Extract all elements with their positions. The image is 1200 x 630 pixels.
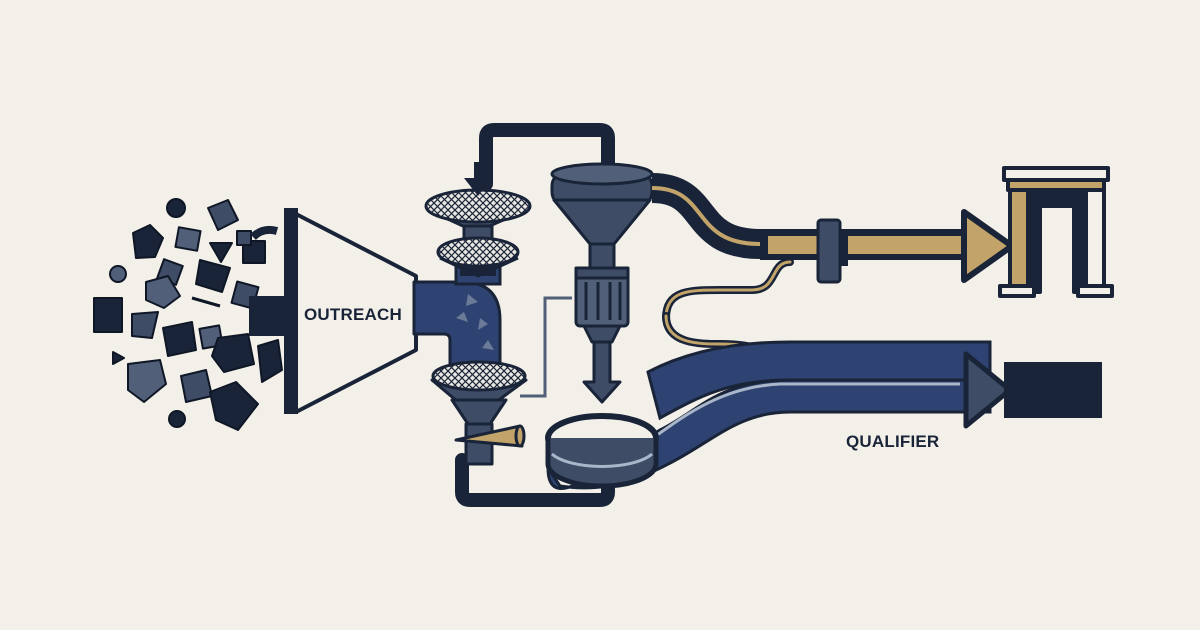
pipe-coupling-icon [816, 218, 848, 284]
scattered-shapes-icon [93, 198, 283, 431]
outreach-label: OUTREACH [304, 305, 402, 324]
qualifier-label: QUALIFIER [846, 432, 940, 451]
central-funnel-icon [550, 162, 654, 404]
gate-icon [998, 166, 1114, 298]
qualifier-pipe [545, 340, 992, 490]
upper-mesh-filter-icon [424, 162, 532, 278]
left-loop-pipe [455, 123, 615, 507]
output-block [1004, 362, 1102, 418]
outreach-funnel-icon [249, 208, 418, 414]
thin-connector-pipe [520, 296, 572, 398]
upper-arrow-icon [961, 209, 1015, 283]
lower-mesh-filter-icon [430, 360, 528, 466]
lower-arrow-icon [963, 351, 1013, 429]
